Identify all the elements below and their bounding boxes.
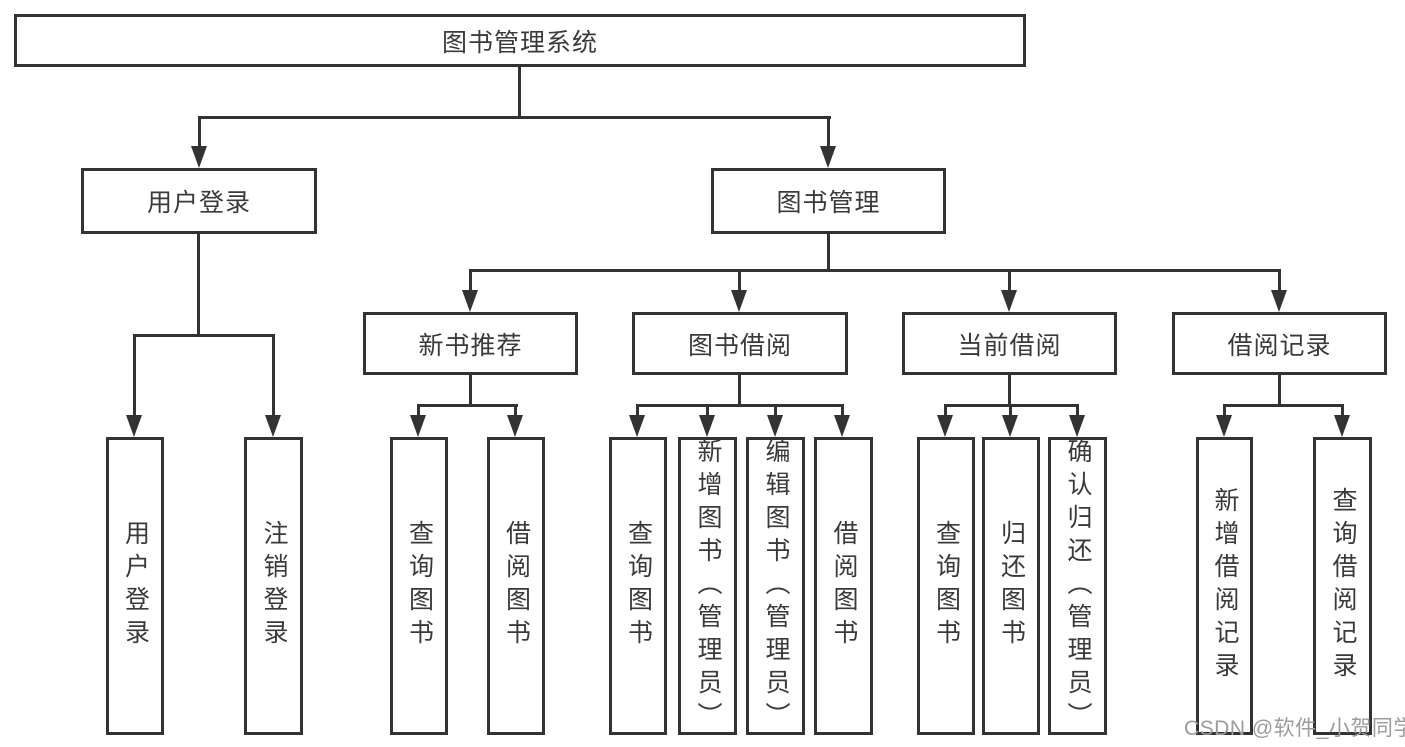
arrowhead-logout (265, 415, 281, 437)
arrowhead-borrow-c1 (629, 415, 645, 437)
node-leaf-return-books: 归还图书 (982, 437, 1040, 735)
connector-to-borrow-records (1278, 269, 1281, 292)
connector-records-stub (1278, 374, 1281, 407)
connector-borrow-stub (738, 374, 741, 407)
node-leaf-add-borrow-record: 新增借阅记录 (1196, 437, 1253, 735)
arrowhead-borrow-c4 (834, 415, 850, 437)
node-leaf-borrow-books: 借阅图书 (814, 437, 873, 735)
node-label: 当前借阅 (957, 331, 1062, 360)
node-label: 新增借阅记录 (1211, 487, 1239, 685)
csdn-watermark: CSDN @软件_小贺同学 (1184, 717, 1405, 740)
connector-bookmgmt-bar (469, 269, 1280, 272)
arrowhead-current-c1 (937, 415, 953, 437)
connector-userlogin-bar (133, 334, 275, 337)
node-label: 图书管理系统 (441, 28, 598, 57)
arrowhead-newrec-c1 (410, 415, 426, 437)
connector-to-user-login (198, 116, 201, 149)
connector-to-new-book-recommend (469, 269, 472, 292)
node-label: 查询图书 (932, 520, 961, 652)
connector-to-book-borrow (738, 269, 741, 292)
node-label: 图书管理 (776, 189, 881, 217)
connector-current-stub (1008, 374, 1011, 407)
arrowhead-records-c1 (1216, 415, 1232, 437)
node-label: 借阅图书 (502, 520, 531, 652)
node-current-borrow: 当前借阅 (902, 312, 1117, 375)
arrowhead-current-c2 (1002, 415, 1018, 437)
connector-newrec-c2 (514, 404, 517, 418)
connector-borrow-c1 (636, 404, 639, 418)
connector-current-c1 (944, 404, 947, 418)
connector-borrow-c4 (841, 404, 844, 418)
arrowhead-newrec-c2 (507, 415, 523, 437)
connector-userlogin-stub (197, 234, 200, 337)
node-leaf-query-borrow-record: 查询借阅记录 (1313, 437, 1372, 735)
arrowhead-book-management (820, 146, 836, 168)
connector-to-user-login-leaf (133, 334, 136, 418)
node-label: 用户登录 (121, 520, 150, 652)
connector-newrec-stub (469, 374, 472, 407)
node-leaf-edit-books-admin: 编辑图书（管理员） (746, 437, 805, 735)
arrowhead-book-borrow (731, 290, 747, 312)
node-book-borrow: 图书借阅 (632, 312, 848, 375)
connector-borrow-c2 (706, 404, 709, 418)
node-label: 图书借阅 (687, 331, 792, 360)
node-borrow-records: 借阅记录 (1172, 312, 1387, 375)
connector-newrec-c1 (417, 404, 420, 418)
node-label: 用户登录 (146, 189, 251, 217)
connector-to-book-management (827, 116, 830, 149)
node-leaf-query-books-current: 查询图书 (917, 437, 975, 735)
node-label: 归还图书 (997, 520, 1026, 652)
connector-records-c2 (1341, 404, 1344, 418)
arrowhead-new-book-recommend (462, 290, 478, 312)
node-leaf-logout: 注销登录 (244, 437, 303, 735)
node-label: 编辑图书（管理员） (762, 437, 790, 735)
node-new-book-recommend: 新书推荐 (363, 312, 578, 375)
node-label: 注销登录 (260, 520, 288, 652)
node-user-login: 用户登录 (81, 168, 317, 234)
node-library-management-system: 图书管理系统 (14, 14, 1026, 67)
arrowhead-borrow-records (1271, 290, 1287, 312)
connector-records-c1 (1223, 404, 1226, 418)
connector-borrow-c3 (774, 404, 777, 418)
connector-to-current-borrow (1008, 269, 1011, 292)
node-label: 查询借阅记录 (1329, 487, 1357, 685)
node-label: 新增图书（管理员） (694, 437, 722, 735)
connector-records-bar (1223, 404, 1344, 407)
node-leaf-query-books-borrow: 查询图书 (609, 437, 667, 735)
arrowhead-user-login-leaf (126, 415, 142, 437)
arrowhead-borrow-c2 (699, 415, 715, 437)
connector-root-bar (199, 116, 831, 119)
node-label: 确认归还（管理员） (1064, 437, 1092, 735)
node-label: 新书推荐 (418, 331, 523, 360)
arrowhead-records-c2 (1334, 415, 1350, 437)
connector-current-c2 (1009, 404, 1012, 418)
arrowhead-borrow-c3 (767, 415, 783, 437)
node-label: 借阅记录 (1227, 331, 1332, 360)
node-leaf-confirm-return-admin: 确认归还（管理员） (1048, 437, 1107, 735)
node-book-management: 图书管理 (711, 168, 946, 234)
connector-root-stub (518, 67, 521, 118)
connector-to-logout (272, 334, 275, 418)
node-leaf-user-login: 用户登录 (106, 437, 164, 735)
node-label: 查询图书 (405, 520, 434, 652)
arrowhead-current-borrow (1001, 290, 1017, 312)
node-label: 查询图书 (624, 520, 653, 652)
connector-bookmgmt-stub (827, 234, 830, 272)
node-label: 借阅图书 (830, 520, 858, 652)
connector-newrec-bar (417, 404, 518, 407)
connector-current-c3 (1076, 404, 1079, 418)
node-leaf-add-books-admin: 新增图书（管理员） (678, 437, 737, 735)
connector-borrow-bar (636, 404, 844, 407)
arrowhead-current-c3 (1069, 415, 1085, 437)
arrowhead-user-login (191, 146, 207, 168)
node-leaf-query-books-recommend: 查询图书 (390, 437, 448, 735)
node-leaf-borrow-books-recommend: 借阅图书 (487, 437, 545, 735)
